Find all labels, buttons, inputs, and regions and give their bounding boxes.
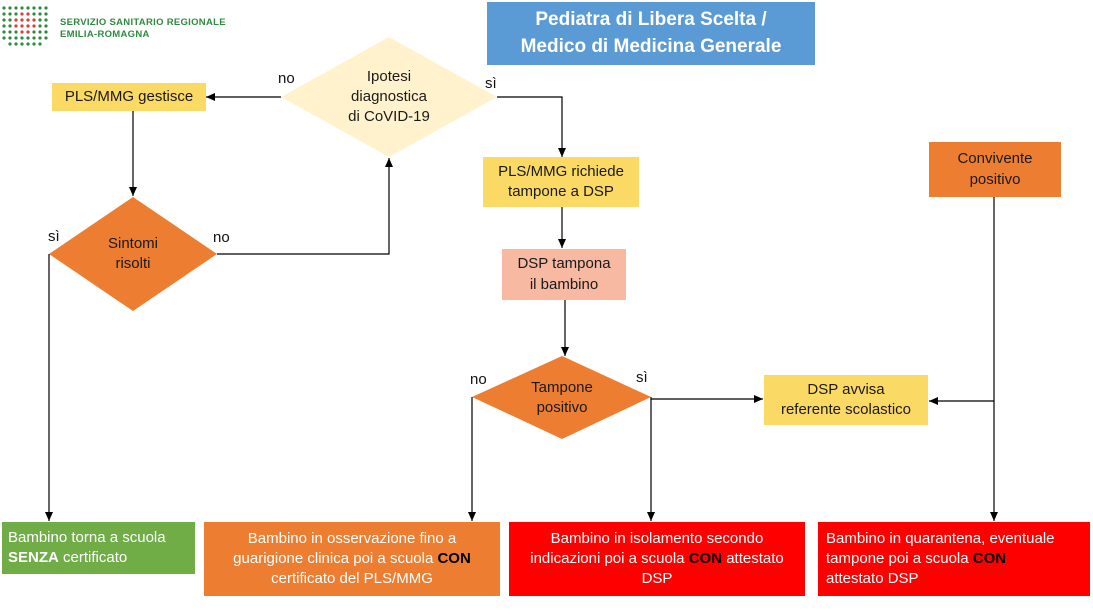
sintomi-diamond <box>49 197 217 311</box>
convivente-line-1: Convivente <box>957 150 1033 168</box>
logo-line-1: SERVIZIO SANITARIO REGIONALE <box>60 17 226 28</box>
ipotesi-line-2: diagnostica <box>351 87 427 105</box>
convivente-box: Convivente positivo <box>929 142 1061 197</box>
sintomi-decision: Sintomi risolti <box>83 230 183 278</box>
torna-rest: certificato <box>58 549 128 566</box>
edge-sintomi-ipotesi <box>217 158 393 255</box>
tampone-decision: Tampone positivo <box>512 376 612 420</box>
osservazione-line-2: guarigione clinica poi a scuola CON <box>233 549 471 569</box>
isolamento-line-3: DSP <box>641 570 673 588</box>
tampone-diamond <box>472 356 651 439</box>
isolamento-line-2b: attestato <box>722 549 784 567</box>
tampone-line-1: Tampone <box>531 378 593 396</box>
quarantena-line-2: tampone poi a scuola CON <box>826 549 1006 569</box>
label-no-sintomi: no <box>213 229 230 246</box>
gestisce-text: PLS/MMG gestisce <box>64 87 194 105</box>
logo-line-2: EMILIA-ROMAGNA <box>60 28 150 40</box>
richiede-box: PLS/MMG richiede tampone a DSP <box>483 157 639 207</box>
torna-bold: SENZA <box>8 549 59 566</box>
outcome-quarantena-box: Bambino in quarantena, eventuale tampone… <box>818 522 1090 596</box>
convivente-line-2: positivo <box>969 170 1021 188</box>
quarantena-line-2a: tampone poi a scuola <box>826 549 973 567</box>
isolamento-line-1: Bambino in isolamento secondo <box>550 529 764 547</box>
quarantena-line-3: attestato DSP <box>826 570 919 588</box>
torna-line-2: SENZA certificato <box>8 548 127 568</box>
label-si-ipotesi: sì <box>485 75 497 92</box>
isolamento-line-2a: indicazioni poi a scuola <box>530 549 689 567</box>
sintomi-line-2: risolti <box>115 255 151 272</box>
outcome-osservazione-box: Bambino in osservazione fino a guarigion… <box>204 522 500 596</box>
isolamento-line-2: indicazioni poi a scuola CON attestato <box>530 549 784 569</box>
tampona-box: DSP tampona il bambino <box>502 249 626 300</box>
ipotesi-diamond <box>281 37 497 157</box>
avvisa-line-1: DSP avvisa <box>807 380 885 398</box>
tampona-line-1: DSP tampona <box>517 255 611 273</box>
logo-text: SERVIZIO SANITARIO REGIONALE EMILIA-ROMA… <box>60 17 226 41</box>
avvisa-box: DSP avvisa referente scolastico <box>764 375 928 425</box>
osservazione-bold: CON <box>437 549 471 567</box>
osservazione-line-1: Bambino in osservazione fino a <box>247 529 457 547</box>
isolamento-bold: CON <box>688 549 723 567</box>
edge-ipotesi-richiede <box>497 96 566 157</box>
logo-dots-icon <box>2 6 48 46</box>
torna-line-1: Bambino torna a scuola <box>8 528 166 546</box>
ipotesi-line-3: di CoVID-19 <box>348 108 430 126</box>
osservazione-line-3: certificato del PLS/MMG <box>271 570 433 588</box>
avvisa-line-2: referente scolastico <box>780 401 912 418</box>
quarantena-line-1: Bambino in quarantena, eventuale <box>826 529 1055 547</box>
quarantena-bold: CON <box>972 549 1007 567</box>
sintomi-line-1: Sintomi <box>107 234 159 252</box>
ipotesi-decision: Ipotesi diagnostica di CoVID-19 <box>321 62 457 132</box>
osservazione-line-2a: guarigione clinica poi a scuola <box>233 549 438 567</box>
label-si-tampone: sì <box>636 369 648 386</box>
title-line-1: Pediatra di Libera Scelta / <box>535 8 767 30</box>
richiede-line-2: tampone a DSP <box>508 183 614 200</box>
tampona-line-2: il bambino <box>529 275 599 293</box>
label-si-sintomi: sì <box>48 228 60 245</box>
title-line-2: Medico di Medicina Generale <box>520 35 782 57</box>
label-no-tampone: no <box>470 371 487 388</box>
ipotesi-line-1: Ipotesi <box>366 67 412 85</box>
outcome-torna-box: Bambino torna a scuola SENZA certificato <box>2 522 195 574</box>
page-title: Pediatra di Libera Scelta / Medico di Me… <box>487 2 815 65</box>
tampone-line-2: positivo <box>536 399 588 416</box>
label-no-ipotesi: no <box>278 70 295 87</box>
outcome-isolamento-box: Bambino in isolamento secondo indicazion… <box>509 522 805 596</box>
richiede-line-1: PLS/MMG richiede <box>498 162 624 180</box>
gestisce-box: PLS/MMG gestisce <box>52 83 206 111</box>
